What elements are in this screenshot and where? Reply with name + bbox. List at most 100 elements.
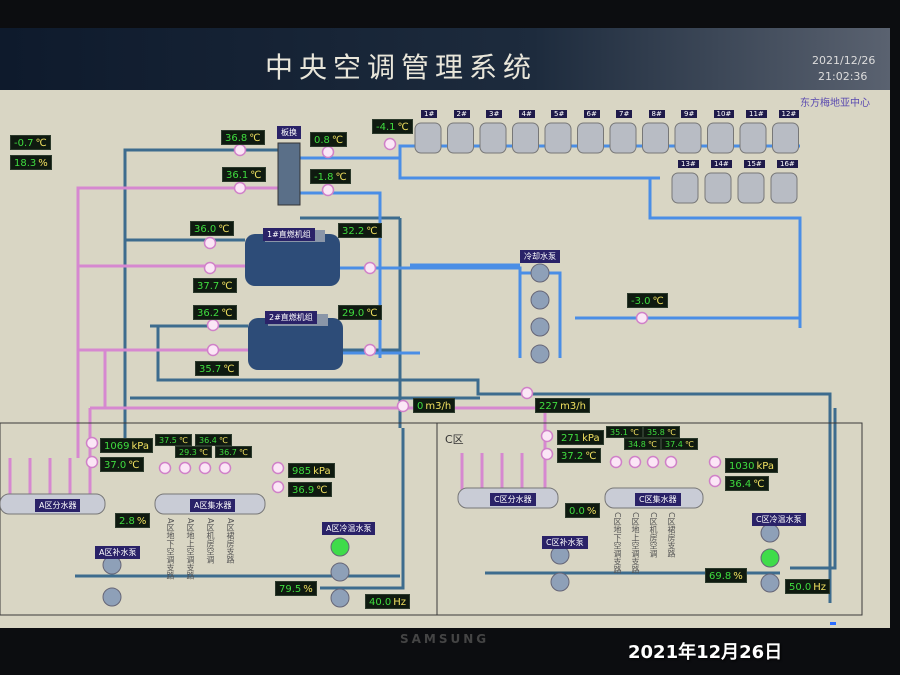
sensor-icon[interactable] bbox=[609, 455, 623, 469]
pump-icon[interactable] bbox=[530, 290, 550, 310]
sensor-icon[interactable] bbox=[321, 183, 335, 197]
sensor-icon[interactable] bbox=[363, 343, 377, 357]
sensor-icon[interactable] bbox=[158, 461, 172, 475]
c-return-temp: 36.4℃ bbox=[725, 476, 769, 491]
sensor-icon[interactable] bbox=[85, 436, 99, 450]
sensor-icon[interactable] bbox=[203, 261, 217, 275]
cooling-tower-icon[interactable] bbox=[739, 122, 767, 154]
cooling-tower-icon[interactable] bbox=[671, 172, 699, 204]
pump-icon[interactable] bbox=[530, 317, 550, 337]
sensor-icon[interactable] bbox=[708, 455, 722, 469]
c-branch-temp: 35.1℃ bbox=[606, 426, 643, 438]
cooling-tower-icon[interactable] bbox=[447, 122, 474, 154]
pump-icon[interactable] bbox=[760, 548, 780, 568]
sensor-icon[interactable] bbox=[271, 461, 285, 475]
sensor-icon[interactable] bbox=[664, 455, 678, 469]
pump-icon[interactable] bbox=[530, 263, 550, 283]
sensor-icon[interactable] bbox=[628, 455, 642, 469]
chiller-1-out: 37.7℃ bbox=[193, 278, 237, 293]
pump-icon[interactable] bbox=[760, 523, 780, 543]
plate-hot-in: 36.8℃ bbox=[221, 130, 265, 145]
a-branch-temp: 37.5℃ bbox=[155, 434, 192, 446]
cooling-tower-icon[interactable] bbox=[479, 122, 507, 154]
pump-icon[interactable] bbox=[530, 344, 550, 364]
sensor-icon[interactable] bbox=[321, 145, 335, 159]
chiller-2-in: 36.2℃ bbox=[193, 305, 237, 320]
sensor-icon[interactable] bbox=[218, 461, 232, 475]
sensor-icon[interactable] bbox=[520, 386, 534, 400]
date: 2021/12/26 bbox=[812, 54, 876, 67]
sensor-icon[interactable] bbox=[206, 343, 220, 357]
sensor-icon[interactable] bbox=[198, 461, 212, 475]
outdoor-humidity: 18.3% bbox=[10, 155, 52, 170]
sensor-icon[interactable] bbox=[233, 181, 247, 195]
tower-label: 4# bbox=[518, 110, 535, 118]
pump-icon[interactable] bbox=[760, 573, 780, 593]
plate-exchanger-label: 板换 bbox=[277, 126, 301, 139]
cooling-tower-icon[interactable] bbox=[642, 122, 669, 154]
c-supply-temp: 37.2℃ bbox=[557, 448, 601, 463]
pump-icon[interactable] bbox=[550, 572, 570, 592]
cooling-tower-icon[interactable] bbox=[414, 122, 442, 154]
sensor-icon[interactable] bbox=[233, 143, 247, 157]
cooling-tower-icon[interactable] bbox=[674, 122, 702, 154]
sensor-icon[interactable] bbox=[203, 236, 217, 250]
a-supply-temp: 37.0℃ bbox=[100, 457, 144, 472]
a-distributor-label: A区分水器 bbox=[35, 499, 81, 512]
tower-label: 7# bbox=[616, 110, 633, 118]
c-branch-label: C区地下空调支路 bbox=[613, 512, 622, 574]
sensor-icon[interactable] bbox=[540, 447, 554, 461]
a-circ-pump-label: A区冷温水泵 bbox=[322, 522, 376, 535]
sensor-icon[interactable] bbox=[271, 480, 285, 494]
c-branch-label: C区机房空调 bbox=[649, 512, 658, 558]
tower-label: 10# bbox=[713, 110, 735, 118]
cooling-tower-icon[interactable] bbox=[770, 172, 798, 204]
tower-label: 16# bbox=[777, 160, 798, 168]
tower-label: 8# bbox=[648, 110, 665, 118]
a-branch-label: A区地下空调支路 bbox=[166, 518, 175, 580]
cooling-tower-icon[interactable] bbox=[704, 172, 732, 204]
cooling-return-temp: -3.0℃ bbox=[627, 293, 668, 308]
cooling-tower-icon[interactable] bbox=[512, 122, 539, 154]
scada-screen: 中央空调管理系统 2021/12/26 21:02:36 东方梅地亚中心 bbox=[0, 28, 890, 628]
cooling-tower-icon[interactable] bbox=[544, 122, 572, 154]
pump-icon[interactable] bbox=[102, 587, 122, 607]
plate-hot-out: 36.1℃ bbox=[222, 167, 266, 182]
cooling-tower-icon[interactable] bbox=[737, 172, 765, 204]
sensor-icon[interactable] bbox=[396, 399, 410, 413]
sensor-icon[interactable] bbox=[635, 311, 649, 325]
sensor-icon[interactable] bbox=[363, 261, 377, 275]
zone-c-title: C区 bbox=[445, 433, 464, 446]
cooling-supply-temp: -4.1℃ bbox=[372, 119, 413, 134]
tower-label: 15# bbox=[744, 160, 765, 168]
power-led-icon bbox=[830, 622, 836, 625]
sensor-icon[interactable] bbox=[206, 318, 220, 332]
pump-icon[interactable] bbox=[330, 562, 350, 582]
pump-icon[interactable] bbox=[330, 588, 350, 608]
sensor-icon[interactable] bbox=[708, 474, 722, 488]
sensor-icon[interactable] bbox=[178, 461, 192, 475]
sensor-icon[interactable] bbox=[383, 137, 397, 151]
tower-label: 13# bbox=[678, 160, 699, 168]
c-branch-temp: 35.8℃ bbox=[643, 426, 680, 438]
org-name: 东方梅地亚中心 bbox=[800, 98, 870, 109]
sensor-icon[interactable] bbox=[540, 429, 554, 443]
sensor-icon[interactable] bbox=[85, 455, 99, 469]
tower-label: 2# bbox=[453, 110, 470, 118]
pump-icon[interactable] bbox=[330, 537, 350, 557]
a-return-temp: 36.9℃ bbox=[288, 482, 332, 497]
page-title: 中央空调管理系统 bbox=[265, 51, 538, 84]
tower-label: 9# bbox=[681, 110, 698, 118]
cooling-tower-icon[interactable] bbox=[577, 122, 604, 154]
cooling-tower-icon[interactable] bbox=[772, 122, 799, 154]
cooling-tower-icon[interactable] bbox=[609, 122, 637, 154]
time: 21:02:36 bbox=[818, 70, 868, 83]
sensor-icon[interactable] bbox=[646, 455, 660, 469]
plate-cold-in: 0.8℃ bbox=[310, 132, 348, 147]
cooling-tower-icon[interactable] bbox=[707, 122, 734, 154]
chiller-2-label: 2#直燃机组 bbox=[265, 311, 317, 324]
tower-label: 14# bbox=[711, 160, 732, 168]
